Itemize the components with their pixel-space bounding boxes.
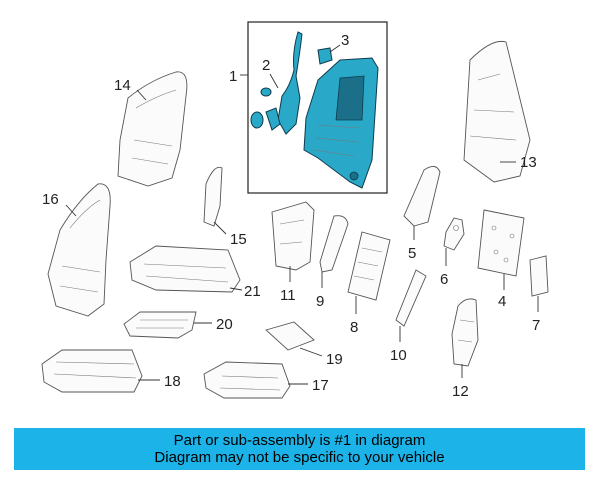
callout-14: 14 [114, 77, 131, 94]
part-1-seat-back-frame[interactable] [303, 57, 379, 189]
callout-12: 12 [452, 383, 469, 400]
parts-diagram: 1 2 3 14 16 15 21 [41, 21, 549, 400]
part-18-cushion-pad[interactable] [41, 349, 143, 393]
callout-18: 18 [164, 373, 181, 390]
part-9-trim-strip[interactable] [319, 215, 349, 273]
part-13-backrest-cover-right[interactable] [463, 40, 531, 183]
callout-16: 16 [42, 191, 59, 208]
part-10-bolster-trim[interactable] [395, 269, 427, 327]
part-16-backrest-pad[interactable] [47, 183, 111, 317]
callout-7: 7 [532, 317, 540, 334]
part-6-bracket[interactable] [443, 217, 465, 251]
part-21-cushion-cover[interactable] [129, 245, 241, 293]
callout-6: 6 [440, 271, 448, 288]
callout-19: 19 [326, 351, 343, 368]
part-14-backrest-cover[interactable] [117, 71, 188, 187]
part-8-lumbar-mat[interactable] [347, 231, 391, 301]
callout-4: 4 [498, 293, 506, 310]
part-11-back-panel[interactable] [271, 201, 315, 271]
part-5-side-panel[interactable] [403, 166, 441, 227]
callout-13: 13 [520, 154, 537, 171]
callout-2: 2 [262, 57, 270, 74]
part-2-recliner-assembly[interactable] [250, 31, 303, 135]
callout-5: 5 [408, 245, 416, 262]
callout-10: 10 [390, 347, 407, 364]
part-19-pad[interactable] [265, 321, 315, 351]
callout-3: 3 [341, 32, 349, 49]
part-12-rear-shell[interactable] [451, 298, 479, 367]
banner-line-2: Diagram may not be specific to your vehi… [154, 449, 445, 466]
part-4-mounting-plate[interactable] [477, 209, 525, 277]
callout-15: 15 [230, 231, 247, 248]
banner-line-1: Part or sub-assembly is #1 in diagram [173, 432, 426, 449]
callout-11: 11 [280, 287, 296, 304]
part-3-clip[interactable] [317, 47, 333, 65]
callout-9: 9 [316, 293, 324, 310]
part-15-side-trim[interactable] [203, 166, 223, 227]
part-20-heater-mat[interactable] [123, 311, 197, 339]
callout-21: 21 [244, 283, 261, 300]
callout-20: 20 [216, 316, 233, 333]
callout-1: 1 [229, 68, 237, 85]
part-17-seat-pan[interactable] [203, 361, 291, 399]
part-7-small-cover[interactable] [529, 255, 549, 297]
callout-17: 17 [312, 377, 329, 394]
callout-8: 8 [350, 319, 358, 336]
info-banner: Part or sub-assembly is #1 in diagram Di… [14, 428, 585, 470]
